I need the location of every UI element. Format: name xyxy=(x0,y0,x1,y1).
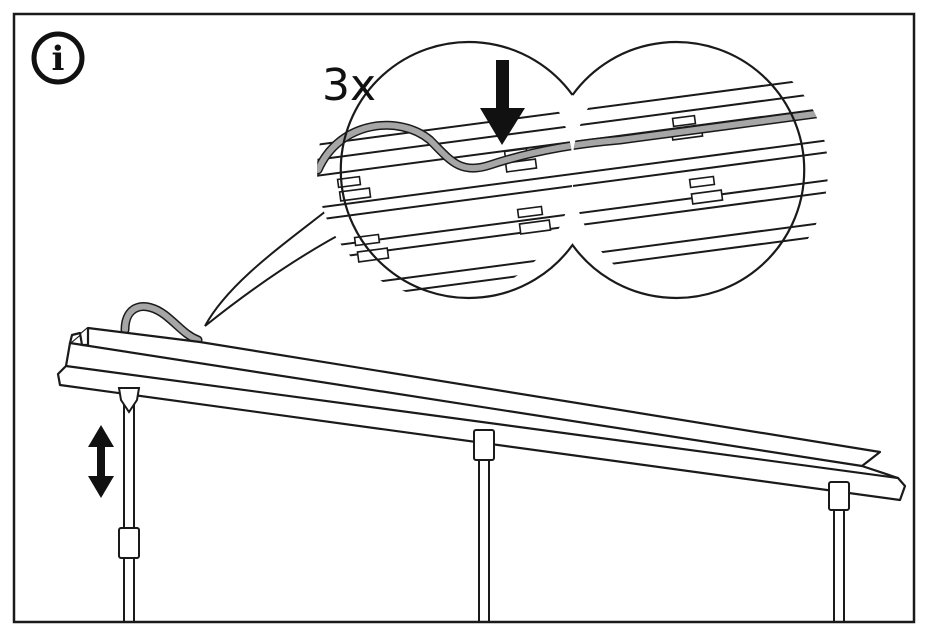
cord-cap-2 xyxy=(473,429,495,461)
suspension-cords xyxy=(117,387,850,622)
up-down-arrow-icon xyxy=(88,425,114,498)
cable-clips-lower xyxy=(353,175,724,263)
detail-bubble xyxy=(317,40,828,300)
down-arrow-icon xyxy=(480,60,525,145)
frame-border xyxy=(12,12,916,624)
callout-pointer xyxy=(204,199,353,327)
cord-cap-3 xyxy=(828,481,850,511)
cord-grip-1 xyxy=(118,527,140,559)
ceiling-canopy xyxy=(56,326,907,502)
detail-bubble-outline xyxy=(339,40,806,300)
cord-stopper-1 xyxy=(117,387,141,414)
info-icon-letter: i xyxy=(52,39,65,79)
count-label: 3x xyxy=(322,60,376,111)
info-icon: i xyxy=(31,31,85,85)
